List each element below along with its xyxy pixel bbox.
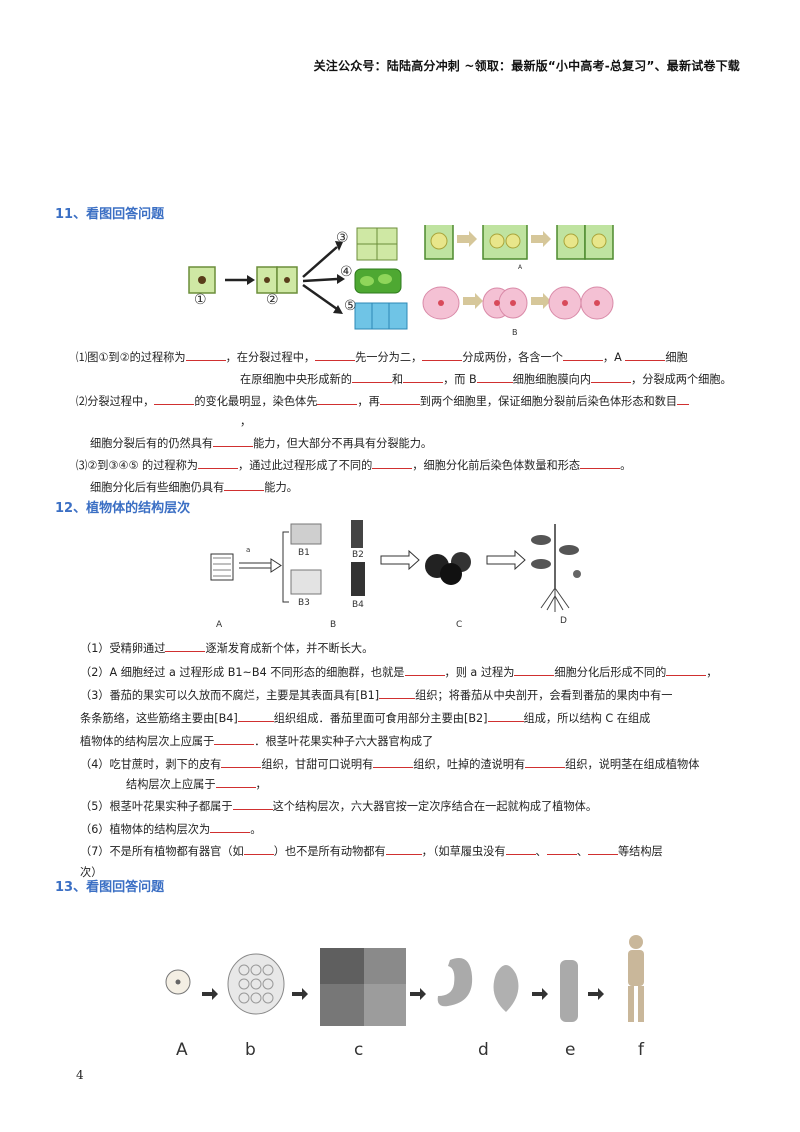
fig-label-a-process: a xyxy=(246,546,251,554)
q12-line-7: 结构层次上应属于， xyxy=(126,778,267,791)
fig-label-b3: B3 xyxy=(298,598,310,608)
fig-label-A: A xyxy=(176,1040,188,1060)
fig-label-b1: B1 xyxy=(298,548,310,558)
fig-label-5: ⑤ xyxy=(344,298,357,314)
fig-label-4: ④ xyxy=(340,264,353,280)
q11-line-5: 细胞分裂后有的仍然具有能力，但大部分不再具有分裂能力。 xyxy=(90,437,433,450)
fig-label-d: D xyxy=(560,616,567,626)
q12-line-9: （6）植物体的结构层次为。 xyxy=(80,823,262,836)
plant-structure-figure xyxy=(210,520,581,612)
q11-line-1: ⑴图①到②的过程称为，在分裂过程中，先一分为二，分成两份，各含一个，A 细胞 xyxy=(76,351,688,364)
fig-label-a: A xyxy=(518,264,523,271)
q12-line-4: 条条筋络，这些筋络主要由[B4]组织组成．番茄里面可食用部分主要由[B2]组成，… xyxy=(80,712,651,725)
q11-line-6: ⑶②到③④⑤ 的过程称为，通过此过程形成了不同的，细胞分化前后染色体数量和形态。 xyxy=(76,459,632,472)
fig-label-f: f xyxy=(638,1040,644,1060)
question-13-title: 13、看图回答问题 xyxy=(55,880,165,895)
q12-line-11: 次） xyxy=(80,866,103,879)
fig-label-b-tissue: B xyxy=(330,620,337,630)
question-11-title: 11、看图回答问题 xyxy=(55,207,165,222)
fig-label-3: ③ xyxy=(336,230,349,246)
q11-line-3: ⑵分裂过程中，的变化最明显，染色体先，再到两个细胞里，保证细胞分裂前后染色体形态… xyxy=(76,393,690,409)
q12-line-8: （5）根茎叶花果实种子都属于这个结构层次，六大器官按一定次序结合在一起就构成了植… xyxy=(80,800,598,813)
fig-label-b: b xyxy=(245,1040,256,1060)
q11-line-4: ， xyxy=(240,415,252,428)
fig-label-c: C xyxy=(456,620,463,630)
question-12-title: 12、植物体的结构层次 xyxy=(55,501,191,516)
fig-label-2: ② xyxy=(266,292,279,308)
cell-division-figure xyxy=(188,225,614,330)
fig-label-1: ① xyxy=(194,292,207,308)
fig-label-d: d xyxy=(478,1040,489,1060)
fig-label-a-cell: A xyxy=(216,620,223,630)
page-number: 4 xyxy=(76,1068,84,1082)
page-header: 关注公众号：陆陆高分冲刺 ~领取：最新版“小中高考-总复习”、最新试卷下载 xyxy=(313,59,740,73)
q12-line-10: （7）不是所有植物都有器官（如）也不是所有动物都有，（如草履虫没有、、等结构层 xyxy=(80,845,663,858)
fig-label-c: c xyxy=(354,1040,364,1060)
human-structure-figure xyxy=(165,935,644,1026)
fig-label-b: B xyxy=(512,328,518,337)
fig-label-b2: B2 xyxy=(352,550,364,560)
fig-label-b4: B4 xyxy=(352,600,364,610)
q12-line-6: （4）吃甘蔗时，剥下的皮有组织，甘甜可口说明有组织，吐掉的渣说明有组织，说明茎在… xyxy=(80,758,700,771)
fig-label-e: e xyxy=(565,1040,576,1060)
q12-line-5: 植物体的结构层次上应属于．根茎叶花果实种子六大器官构成了 xyxy=(80,735,434,748)
q11-line-7: 细胞分化后有些细胞仍具有能力。 xyxy=(90,481,298,494)
q12-line-2: （2）A 细胞经过 a 过程形成 B1~B4 不同形态的细胞群，也就是，则 a … xyxy=(80,666,718,679)
q12-line-3: （3）番茄的果实可以久放而不腐烂，主要是其表面具有[B1]组织；将番茄从中央剖开… xyxy=(80,689,673,702)
q12-line-1: （1）受精卵通过逐渐发育成新个体，并不断长大。 xyxy=(80,642,374,655)
